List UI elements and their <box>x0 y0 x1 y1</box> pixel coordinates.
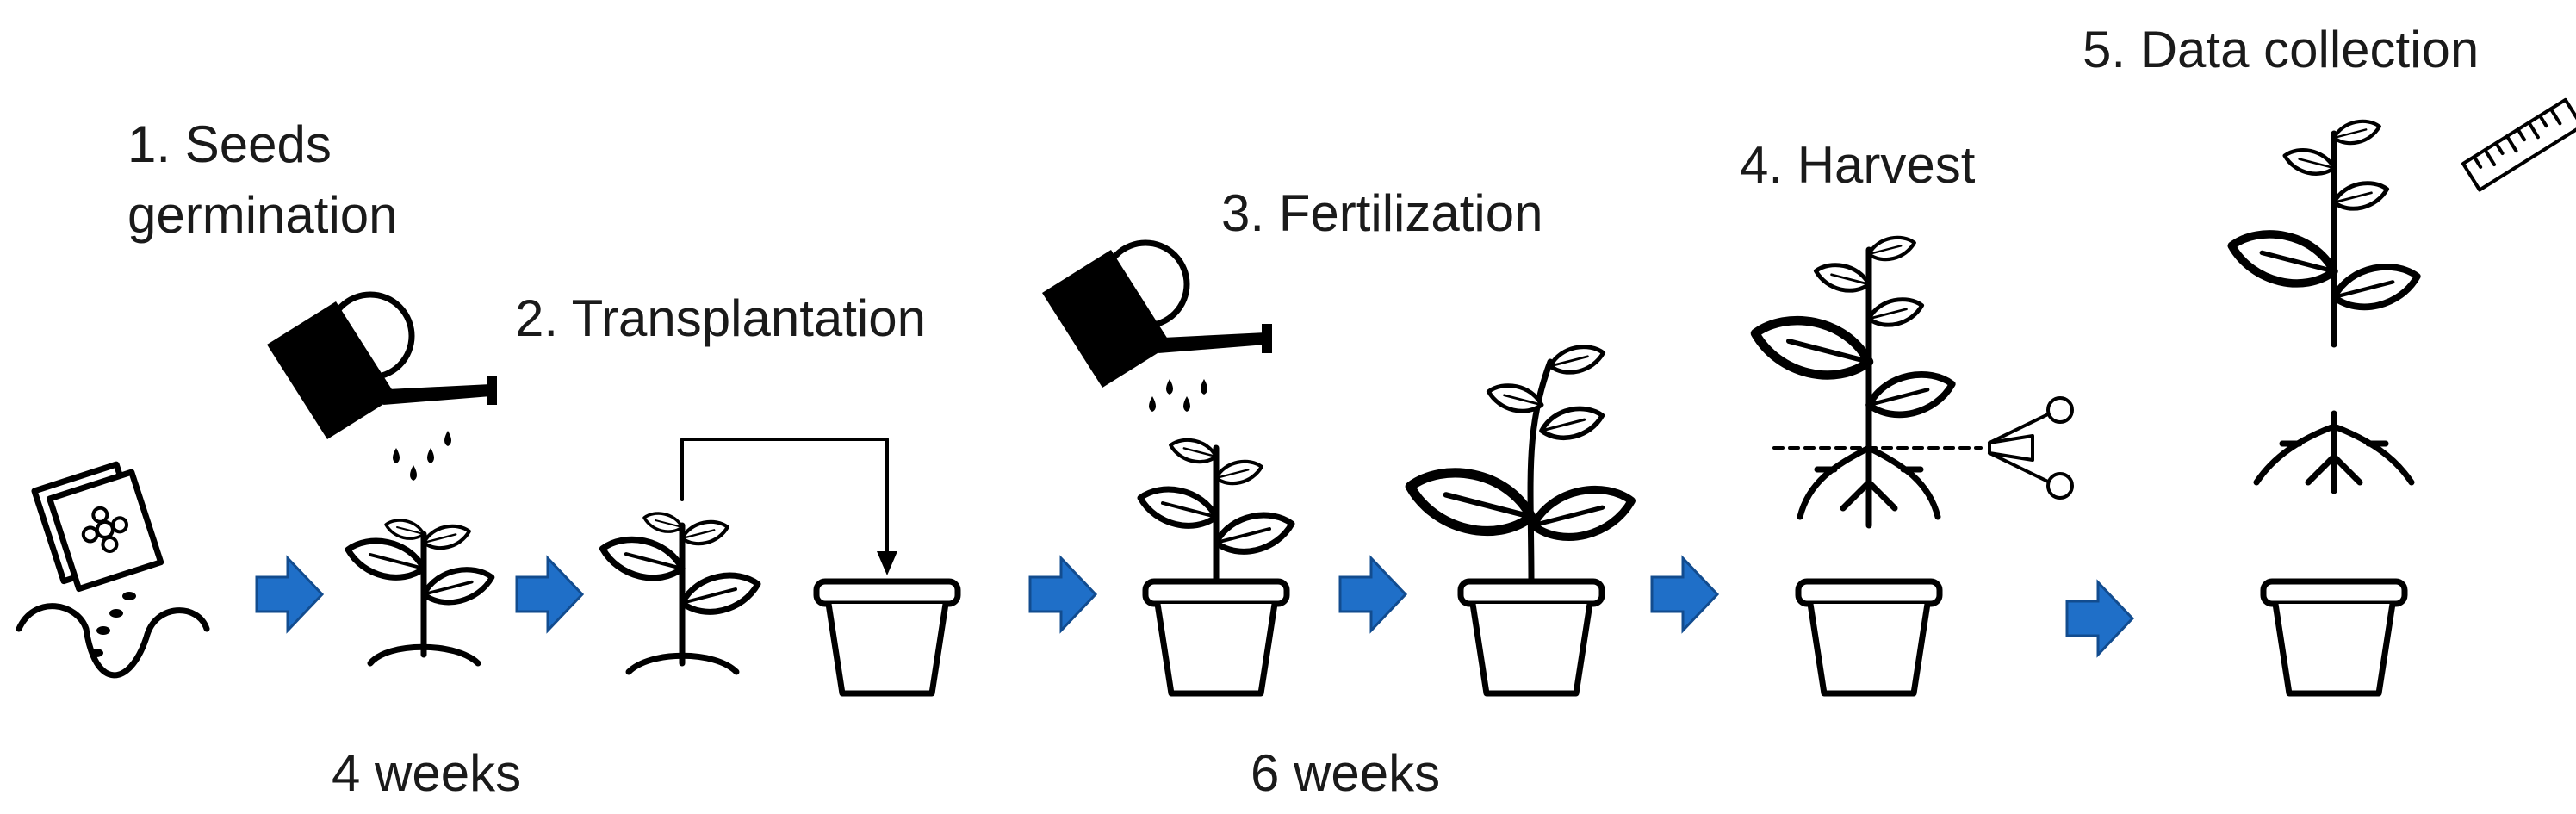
transplant-connector <box>680 438 889 562</box>
process-arrow-icon <box>1028 556 1097 632</box>
process-arrow-icon <box>1338 556 1407 632</box>
flower-pot-icon <box>1798 581 1940 693</box>
step5-label: 5. Data collection <box>2083 21 2479 78</box>
process-arrow-icon <box>515 556 584 632</box>
flower-pot-icon <box>2263 581 2405 693</box>
roots-icon <box>1797 444 1941 529</box>
seedling-icon <box>603 512 758 675</box>
seed-packet-icon <box>31 461 164 657</box>
flower-pot-icon <box>1145 581 1287 693</box>
step3-label: 3. Fertilization <box>1221 184 1542 242</box>
roots-icon <box>2253 410 2415 494</box>
watering-can-icon <box>267 295 497 439</box>
process-arrow-icon <box>2065 581 2134 656</box>
step4-label: 4. Harvest <box>1740 136 1976 194</box>
seedling-icon <box>348 519 492 667</box>
water-drops-icon <box>1149 379 1207 412</box>
process-arrow-icon <box>255 556 324 632</box>
ruler-icon <box>2461 97 2576 192</box>
process-arrow-icon <box>1650 556 1719 632</box>
plant-icon <box>1410 347 1631 585</box>
step2-label: 2. Transplantation <box>515 289 926 347</box>
plant-icon <box>2231 121 2418 348</box>
soil-icon <box>16 603 210 679</box>
flower-pot-icon <box>816 581 958 693</box>
watering-can-icon <box>1042 243 1272 388</box>
step1-label-line2: germination <box>127 186 398 244</box>
transplant-arrowhead-icon <box>877 551 897 575</box>
plant-icon <box>1140 440 1292 585</box>
scissors-icon <box>1988 396 2074 500</box>
step1-label-line1: 1. Seeds <box>127 115 332 173</box>
water-drops-icon <box>393 431 451 481</box>
duration-6-weeks: 6 weeks <box>1251 744 1440 802</box>
flower-pot-icon <box>1461 581 1602 693</box>
duration-4-weeks: 4 weeks <box>332 744 521 802</box>
